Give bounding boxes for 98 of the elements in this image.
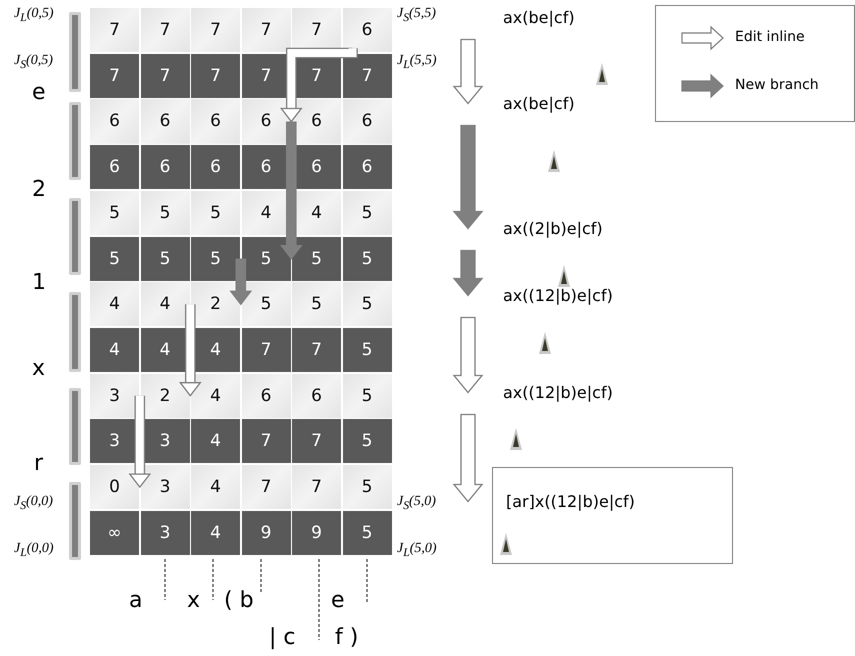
block-arrow xyxy=(452,38,484,105)
table-cell: 3 xyxy=(140,465,190,510)
table-cell: 7 xyxy=(191,8,240,52)
table-cell: 9 xyxy=(242,510,290,555)
sequence-letter: x xyxy=(187,590,200,612)
block-arrow xyxy=(452,124,484,230)
sequence-letter: 1 xyxy=(32,272,46,294)
expression-text: ax(be|cf) xyxy=(503,94,575,113)
table-cell: 4 xyxy=(90,328,139,372)
sequence-letter: x xyxy=(32,358,46,380)
table-cell: 5 xyxy=(292,282,341,326)
table-cell: 2 xyxy=(191,282,240,326)
block-arrow xyxy=(452,414,484,503)
table-cell: 6 xyxy=(90,145,139,190)
table-cell: 4 xyxy=(90,282,139,326)
table-cell: 7 xyxy=(242,8,290,52)
sequence-letter: a xyxy=(129,590,142,612)
legend-text: New branch xyxy=(735,77,819,93)
table-cell: 7 xyxy=(342,54,392,98)
expression-text: ax((12|b)e|cf) xyxy=(503,286,613,305)
sequence-letter: r xyxy=(34,453,44,475)
table-cell: 5 xyxy=(191,236,240,281)
table-cell: 7 xyxy=(292,419,341,464)
table-cell: 5 xyxy=(342,419,392,464)
matrix-label: J$_{L}$(0,0) xyxy=(14,541,54,559)
table-cell: 7 xyxy=(292,328,341,372)
sequence-letter: f ) xyxy=(335,627,358,649)
table-cell: 5 xyxy=(242,236,290,281)
block-arrow xyxy=(178,304,202,397)
table-cell: 5 xyxy=(342,190,392,235)
matrix-label: J$_{L}$(5,0) xyxy=(397,541,437,559)
table-cell: 3 xyxy=(140,510,190,555)
table-cell: 5 xyxy=(140,190,190,235)
table-cell: 7 xyxy=(292,465,341,510)
matrix-label: J$_{S}$(0,5) xyxy=(14,53,53,71)
matrix-label: J$_{S}$(5,0) xyxy=(397,494,436,512)
table-cell: 6 xyxy=(90,99,139,144)
table-cell: 5 xyxy=(292,236,341,281)
table-cell: 4 xyxy=(191,374,240,418)
matrix-label: J$_{S}$(0,0) xyxy=(14,494,53,512)
table-cell: 5 xyxy=(342,465,392,510)
table-cell: 7 xyxy=(140,54,190,98)
matrix-label: J$_{L}$(5,5) xyxy=(397,53,437,71)
table-cell: 5 xyxy=(342,328,392,372)
table-cell: 7 xyxy=(242,328,290,372)
table-cell: 5 xyxy=(90,190,139,235)
table-cell: 5 xyxy=(191,190,240,235)
expression-text: [ar]x((12|b)e|cf) xyxy=(506,492,635,511)
table-cell: 7 xyxy=(90,54,139,98)
sequence-letter: ( b xyxy=(224,590,254,612)
table-cell: 9 xyxy=(292,510,341,555)
table-cell: 7 xyxy=(191,54,240,98)
block-arrow xyxy=(452,250,484,297)
table-cell: 5 xyxy=(342,236,392,281)
table-cell: 6 xyxy=(140,145,190,190)
block-arrow xyxy=(128,396,152,488)
sequence-letter: | c xyxy=(269,627,296,649)
expression-text: ax(be|cf) xyxy=(503,8,575,27)
block-arrow xyxy=(229,258,252,306)
block-arrow xyxy=(452,316,484,394)
table-cell: 4 xyxy=(191,419,240,464)
table-cell: 6 xyxy=(342,99,392,144)
expression-text: ax((2|b)e|cf) xyxy=(503,219,603,238)
block-arrow xyxy=(280,122,303,260)
matrix-label: J$_{S}$(5,5) xyxy=(397,6,436,24)
table-cell: 5 xyxy=(342,374,392,418)
result-box xyxy=(492,467,733,564)
table-cell: 5 xyxy=(342,510,392,555)
matrix-label: J$_{L}$(0,5) xyxy=(14,6,54,24)
table-cell: 4 xyxy=(140,282,190,326)
table-cell: 6 xyxy=(292,374,341,418)
legend-text: Edit inline xyxy=(735,29,805,45)
table-cell: 6 xyxy=(242,99,290,144)
sequence-letter: 2 xyxy=(32,179,46,201)
table-cell: 6 xyxy=(140,99,190,144)
table-cell: 4 xyxy=(191,465,240,510)
table-cell: 3 xyxy=(90,374,139,418)
table-cell: ∞ xyxy=(90,510,139,555)
table-cell: 5 xyxy=(90,236,139,281)
table-cell: 7 xyxy=(90,8,139,52)
table-cell: 6 xyxy=(342,8,392,52)
table-cell: 2 xyxy=(140,374,190,418)
sequence-letter: e xyxy=(331,590,345,612)
table-cell: 7 xyxy=(242,465,290,510)
table-cell: 5 xyxy=(342,282,392,326)
table-cell: 6 xyxy=(242,374,290,418)
table-cell: 6 xyxy=(191,99,240,144)
sequence-letter: e xyxy=(32,82,46,104)
block-arrow xyxy=(280,48,358,123)
table-cell: 0 xyxy=(90,465,139,510)
table-cell: 5 xyxy=(140,236,190,281)
expression-text: ax((12|b)e|cf) xyxy=(503,383,613,402)
table-cell: 6 xyxy=(191,145,240,190)
table-cell: 7 xyxy=(242,419,290,464)
table-cell: 5 xyxy=(242,282,290,326)
table-cell: 4 xyxy=(191,510,240,555)
table-cell: 6 xyxy=(342,145,392,190)
table-cell: 7 xyxy=(140,8,190,52)
